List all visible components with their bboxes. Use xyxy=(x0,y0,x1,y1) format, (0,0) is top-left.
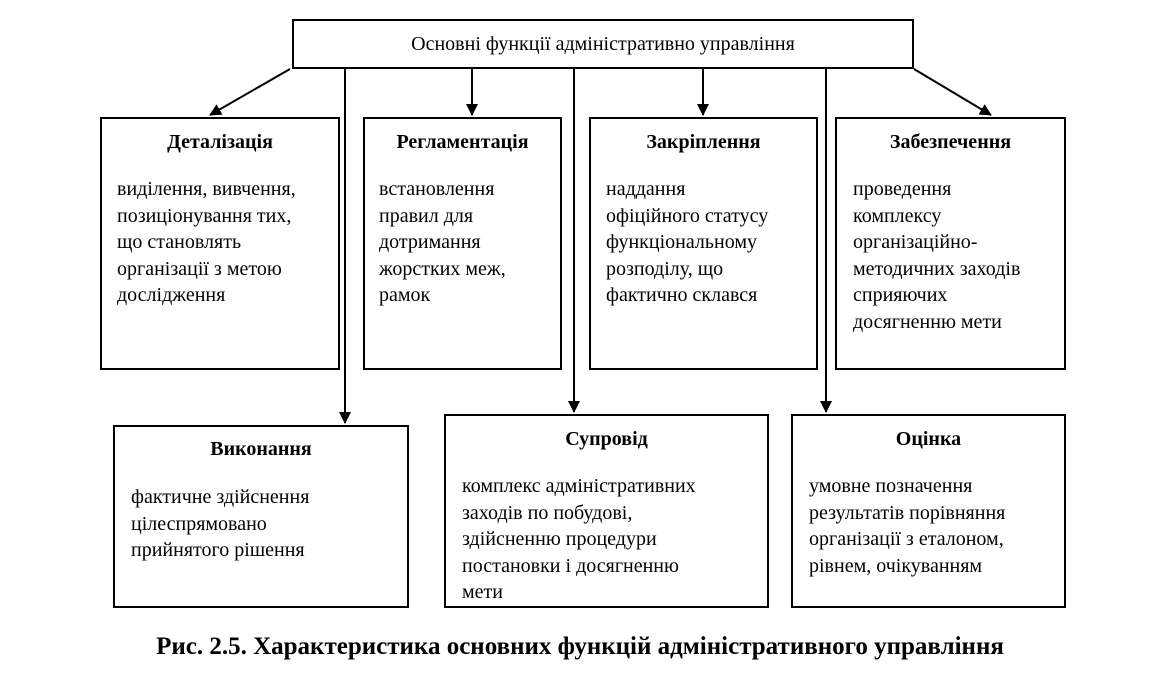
root-box: Основні функції адміністративно управлін… xyxy=(292,19,914,69)
box-text: наддання офіційного статусу функціональн… xyxy=(606,178,769,306)
box-title: Супровід xyxy=(565,428,648,450)
arrow-to-detalization xyxy=(209,68,291,116)
box-title: Регламентація xyxy=(396,131,529,153)
box-zabezpechennia: Забезпечення проведення комплексу органі… xyxy=(835,117,1066,370)
box-suprovid: Супровід комплекс адміністративних заход… xyxy=(444,414,769,608)
box-text: комплекс адміністративних заходів по поб… xyxy=(462,475,696,603)
arrow-to-zabezpechennia xyxy=(913,68,992,116)
box-reglamentation: Регламентація встановлення правил для до… xyxy=(363,117,562,370)
box-title: Закріплення xyxy=(646,131,761,153)
box-zakriplennia: Закріплення наддання офіційного статусу … xyxy=(589,117,818,370)
figure-caption: Рис. 2.5. Характеристика основних функці… xyxy=(156,633,1004,660)
box-text: виділення, вивчення, позиціонування тих,… xyxy=(117,178,296,306)
box-text: умовне позначення результатів порівняння… xyxy=(809,475,1006,577)
box-title: Оцінка xyxy=(895,428,962,450)
box-title: Виконання xyxy=(210,438,312,460)
box-detalization: Деталізація виділення, вивчення, позиціо… xyxy=(100,117,340,370)
box-text: проведення комплексу організаційно- мето… xyxy=(853,178,1021,333)
box-title: Деталізація xyxy=(167,131,273,153)
box-text: фактичне здійснення цілеспрямовано прийн… xyxy=(131,486,310,561)
box-otsinka: Оцінка умовне позначення результатів пор… xyxy=(791,414,1066,608)
box-text: встановлення правил для дотримання жорст… xyxy=(379,178,506,306)
root-label: Основні функції адміністративно управлін… xyxy=(411,32,795,55)
box-vykonannia: Виконання фактичне здійснення цілеспрямо… xyxy=(113,425,409,608)
box-title: Забезпечення xyxy=(889,131,1012,153)
